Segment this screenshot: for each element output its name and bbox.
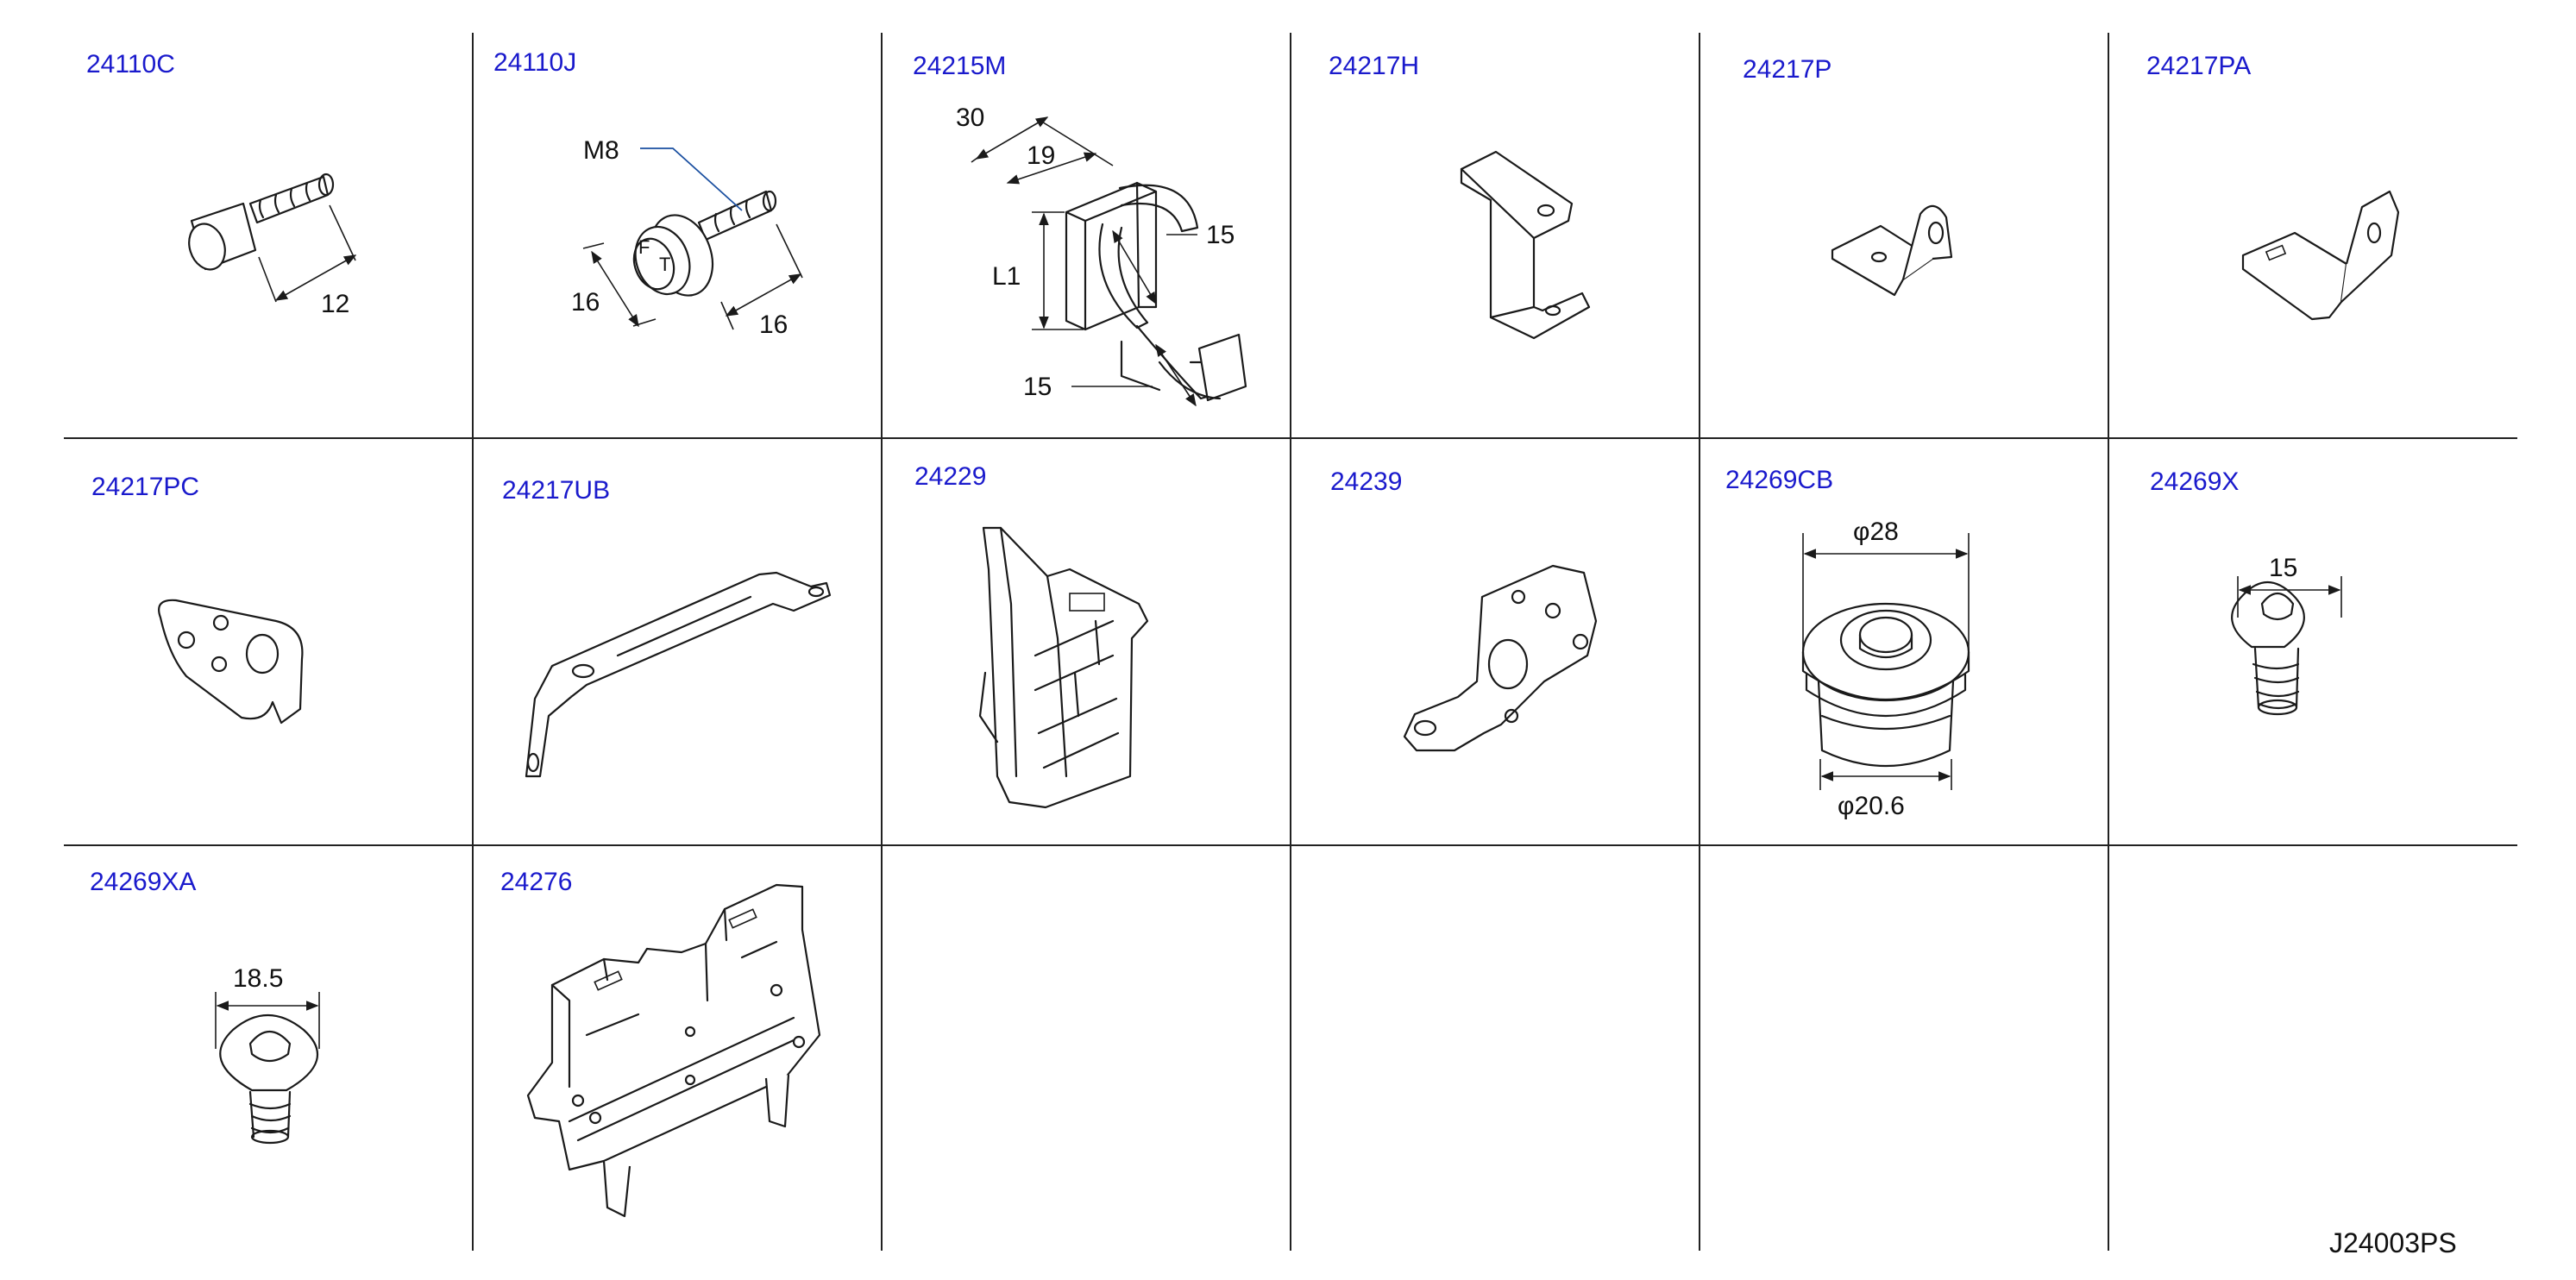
dim-24215M-l1: L1 bbox=[992, 262, 1021, 291]
dim-24269XA-18-5: 18.5 bbox=[233, 964, 283, 993]
bolt-drawing-24110C: 12 bbox=[188, 173, 357, 318]
sheet-code: J24003PS bbox=[2329, 1227, 2457, 1258]
bracket-drawing-24229 bbox=[978, 526, 1149, 809]
dim-24215M-30: 30 bbox=[956, 104, 984, 132]
bracket-drawing-24217P bbox=[1831, 204, 1953, 297]
dim-24215M-lower-15: 15 bbox=[1023, 373, 1052, 401]
clip-drawing-24269XA: 18.5 bbox=[215, 964, 320, 1145]
part-label-24110J: 24110J bbox=[493, 48, 576, 77]
part-label-24215M: 24215M bbox=[913, 52, 1006, 80]
clip-drawing-24269X: 15 bbox=[2231, 554, 2342, 716]
bracket-drawing-24276 bbox=[526, 883, 821, 1218]
part-label-24269CB: 24269CB bbox=[1725, 466, 1833, 494]
dim-24269CB-outer: φ28 bbox=[1853, 518, 1899, 546]
part-label-24217P: 24217P bbox=[1743, 55, 1831, 84]
plate-drawing-24217PC bbox=[158, 599, 304, 725]
dim-24269CB-inner: φ20.6 bbox=[1838, 792, 1905, 820]
bolt-drawing-24110J: F T M8 16 16 bbox=[571, 136, 803, 339]
dim-24110J-length: 16 bbox=[759, 311, 788, 339]
part-label-24229: 24229 bbox=[914, 462, 986, 491]
dim-24269X-15: 15 bbox=[2269, 554, 2297, 582]
mark-24110J-t: T bbox=[659, 254, 670, 275]
dim-24215M-19: 19 bbox=[1027, 141, 1055, 170]
bracket-drawing-24217PA bbox=[2241, 190, 2400, 321]
dim-24110C-length: 12 bbox=[321, 290, 349, 318]
part-label-24217UB: 24217UB bbox=[502, 476, 610, 505]
part-label-24217H: 24217H bbox=[1329, 52, 1419, 80]
part-label-24269XA: 24269XA bbox=[90, 868, 196, 896]
part-label-24269X: 24269X bbox=[2150, 467, 2239, 496]
clip-drawing-24215M: 30 19 L1 15 15 bbox=[956, 104, 1247, 407]
part-label-24110C: 24110C bbox=[86, 50, 175, 78]
grommet-drawing-24269CB: φ28 φ20.6 bbox=[1801, 518, 1970, 820]
grid bbox=[64, 33, 2517, 1251]
mark-24110J-f: F bbox=[638, 236, 650, 258]
part-label-24217PA: 24217PA bbox=[2146, 52, 2251, 80]
plate-drawing-24239 bbox=[1403, 564, 1598, 752]
bracket-drawing-24217H bbox=[1460, 150, 1591, 340]
part-label-24276: 24276 bbox=[500, 868, 572, 896]
part-label-24239: 24239 bbox=[1330, 467, 1402, 496]
bracket-drawing-24217UB bbox=[525, 571, 832, 778]
dim-24110J-washer: 16 bbox=[571, 288, 600, 317]
part-label-24217PC: 24217PC bbox=[91, 473, 199, 501]
dim-24110J-thread: M8 bbox=[583, 136, 619, 165]
dim-24215M-upper-15: 15 bbox=[1206, 221, 1235, 249]
